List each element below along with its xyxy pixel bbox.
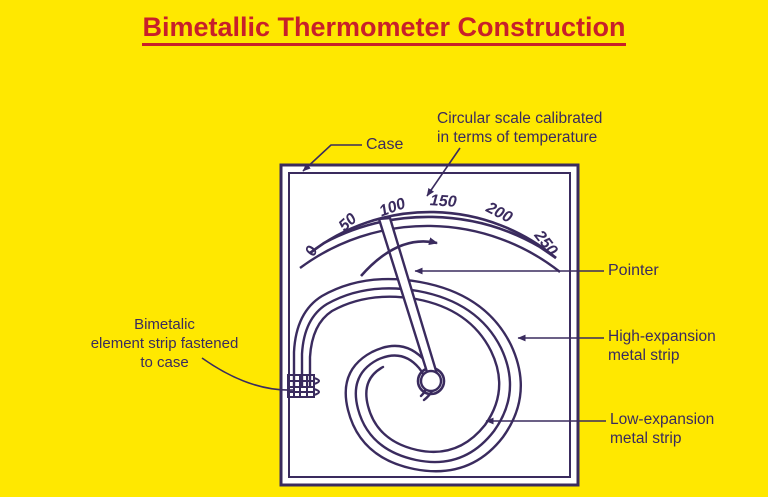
label-bimetal-strip: Bimetalic element strip fastened to case	[90, 316, 239, 371]
page-title: Bimetallic Thermometer Construction	[0, 10, 768, 46]
thermometer-case	[279, 163, 580, 487]
label-case: Case	[366, 136, 404, 153]
fastening-clamp	[287, 374, 320, 398]
bimetallic-spiral	[292, 277, 522, 473]
label-low-expansion: Low-expansion metal strip	[610, 411, 715, 447]
circular-scale	[299, 210, 561, 273]
label-pointer: Pointer	[608, 262, 659, 279]
leader-circular-scale	[426, 147, 461, 197]
leader-bimetal-strip	[201, 357, 295, 391]
page-title-text: Bimetallic Thermometer Construction	[142, 12, 626, 46]
rotation-direction-arrow	[360, 237, 438, 277]
scale-tick-label: 150	[429, 192, 457, 211]
label-high-expansion: High-expansion metal strip	[608, 328, 716, 364]
pointer-needle	[377, 216, 443, 393]
label-circular-scale: Circular scale calibrated in terms of te…	[437, 110, 603, 146]
leader-case	[302, 144, 362, 172]
